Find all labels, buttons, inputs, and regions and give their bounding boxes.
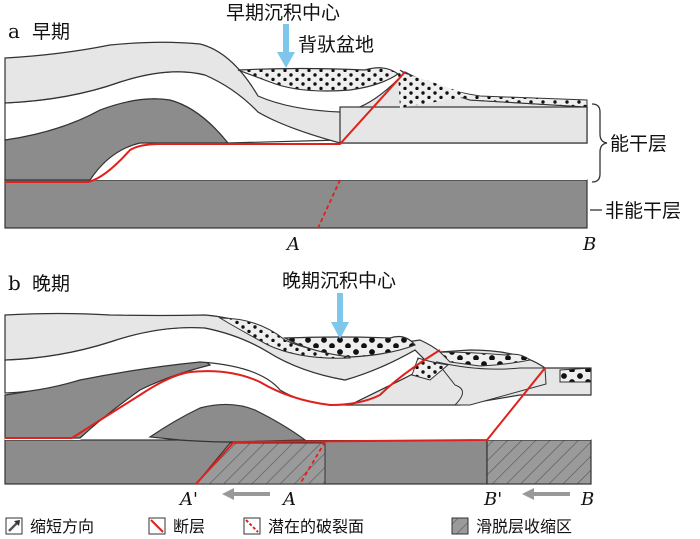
legend-item-fault: 断层 [148, 517, 205, 536]
incompetent-layer-a [4, 179, 588, 229]
shortening-arrowhead-left [222, 488, 234, 500]
basin-fill-front-b [559, 367, 592, 383]
incompetent-layer-label: 非能干层 [605, 200, 681, 222]
legend-fault-label: 断层 [173, 517, 205, 536]
point-b-prime-label: B' [483, 489, 502, 510]
panel-a: a 早期 早期沉积中心 背驮盆地 能干层 非能干层 A B [4, 2, 681, 255]
legend-shortening-label: 缩短方向 [30, 517, 94, 536]
panel-b-letter: b [8, 271, 21, 295]
competent-brace [591, 103, 608, 183]
panel-b: b 晚期 晚期沉积中心 [4, 270, 594, 510]
deposition-center-label-a: 早期沉积中心 [226, 2, 340, 24]
fault-upper-b [5, 349, 441, 439]
lightgray-right-b [435, 361, 547, 406]
potential-rupture-a [317, 179, 341, 229]
fault-line-a [5, 71, 406, 183]
point-b-label: B [582, 234, 596, 255]
deposition-arrowhead-a [277, 52, 295, 68]
point-a-label-b: A [281, 489, 296, 510]
fault-lower-b [195, 367, 546, 485]
legend-item-shortening: 缩短方向 [5, 517, 94, 536]
detachment-zone-right [486, 439, 592, 485]
panel-a-letter: a [8, 19, 20, 43]
footwall-white-a [339, 106, 588, 144]
piggyback-basin-fill-a [237, 67, 400, 92]
frontal-wedge-a [398, 72, 470, 108]
panel-b-title: 晚期 [32, 273, 70, 295]
detachment-hatch-icon [451, 517, 469, 535]
legend-item-potential-rupture: 潜在的破裂面 [243, 517, 364, 536]
point-a-label: A [285, 234, 300, 255]
legend: 缩短方向 断层 潜在的破裂面 滑脱层收缩区 [5, 517, 572, 536]
piggyback-basin-label: 背驮盆地 [298, 34, 374, 56]
shortening-arrowhead-right [522, 488, 534, 500]
basin-fill-left-b [218, 317, 352, 359]
legend-item-detachment: 滑脱层收缩区 [451, 517, 572, 536]
basin-fill-right-b [438, 351, 532, 367]
potential-rupture-b [299, 441, 326, 485]
competent-layer-label: 能干层 [610, 133, 667, 155]
deposition-center-label-b: 晚期沉积中心 [282, 270, 396, 292]
basin-fill-center-b [282, 335, 416, 358]
deposition-arrowhead-b [331, 322, 349, 339]
point-a-prime-label: A' [178, 489, 198, 510]
legend-potential-rupture-label: 潜在的破裂面 [268, 517, 364, 536]
point-b-label-b: B [580, 489, 594, 510]
panel-a-title: 早期 [32, 21, 70, 43]
lightgray-upper-b [4, 312, 592, 406]
dark-block-mid-b [148, 403, 307, 443]
legend-detachment-label: 滑脱层收缩区 [476, 517, 572, 536]
